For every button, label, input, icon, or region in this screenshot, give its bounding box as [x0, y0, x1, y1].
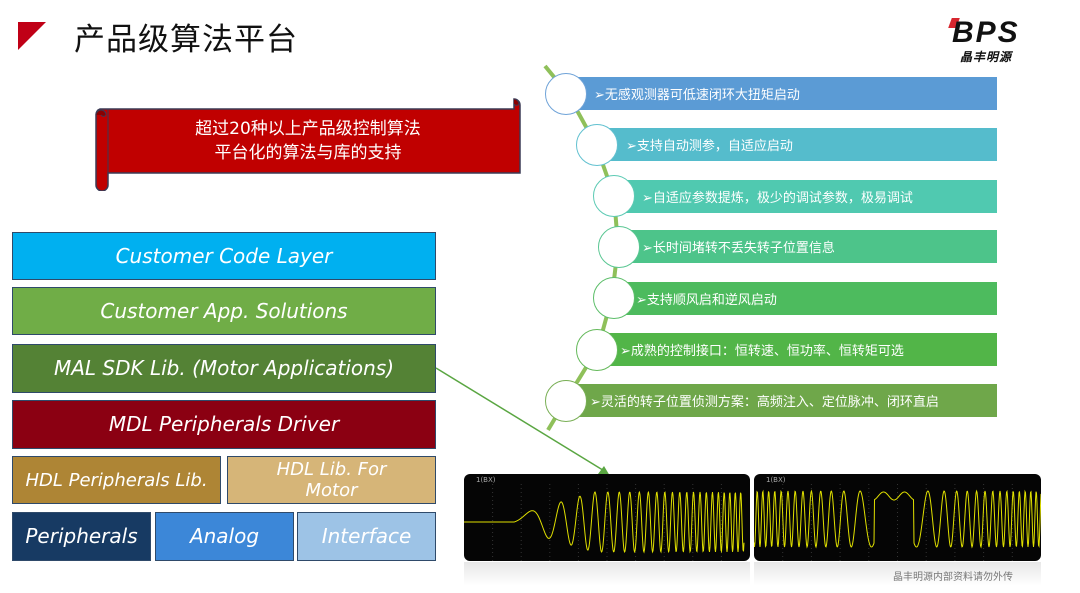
- feature-text: ➢支持自动测参，自适应启动: [626, 139, 793, 154]
- feature-item: ➢长时间堵转不丢失转子位置信息: [620, 230, 997, 263]
- feature-circle-icon: [576, 329, 618, 371]
- waveform-2: [754, 484, 1041, 561]
- layer-analog: Analog: [155, 512, 294, 561]
- pointer-arrow-line: [435, 367, 607, 473]
- feature-circle-icon: [545, 380, 587, 422]
- feature-circle-icon: [545, 73, 587, 115]
- feature-text: ➢无感观测器可低速闭环大扭矩启动: [594, 88, 800, 103]
- company-logo: BPS 晶丰明源: [944, 16, 1044, 66]
- title-marker: [18, 22, 46, 50]
- waveform-1: [464, 484, 745, 561]
- feature-text: ➢支持顺风启和逆风启动: [636, 293, 777, 308]
- scroll-shape: [95, 98, 521, 191]
- layer-mal-sdk: MAL SDK Lib. (Motor Applications): [12, 344, 436, 393]
- feature-item: ➢支持自动测参，自适应启动: [598, 128, 997, 161]
- scope-channel-label: 1(BX): [766, 476, 786, 484]
- layer-label: Peripherals: [25, 524, 138, 548]
- banner-line-2: 平台化的算法与库的支持: [214, 143, 402, 163]
- layer-interface: Interface: [297, 512, 436, 561]
- layer-peripherals: Peripherals: [12, 512, 151, 561]
- confidential-note: 晶丰明源内部资料请勿外传: [893, 572, 1013, 583]
- reflection: [754, 562, 1041, 586]
- feature-circle-icon: [593, 277, 635, 319]
- feature-circle-icon: [593, 175, 635, 217]
- feature-text: ➢长时间堵转不丢失转子位置信息: [642, 241, 835, 256]
- feature-text: ➢灵活的转子位置侦测方案：高频注入、定位脉冲、闭环直启: [590, 395, 939, 410]
- layer-label: MAL SDK Lib. (Motor Applications): [53, 356, 395, 380]
- page-title: 产品级算法平台: [74, 22, 298, 58]
- layer-label: MDL Peripherals Driver: [108, 412, 340, 436]
- layer-customer-code: Customer Code Layer: [12, 232, 436, 280]
- feature-item: ➢成熟的控制接口：恒转速、恒功率、恒转矩可选: [598, 333, 997, 366]
- waveform-trace: [754, 489, 1041, 549]
- feature-item: ➢无感观测器可低速闭环大扭矩启动: [568, 77, 997, 110]
- feature-circle-icon: [598, 226, 640, 268]
- feature-item: ➢自适应参数提炼，极少的调试参数，极易调试: [614, 180, 997, 213]
- banner-scroll: 超过20种以上产品级控制算法 平台化的算法与库的支持: [92, 95, 524, 191]
- banner-line-1: 超过20种以上产品级控制算法: [195, 119, 421, 139]
- layer-hdl-peripherals: HDL Peripherals Lib.: [12, 456, 221, 504]
- feature-text: ➢自适应参数提炼，极少的调试参数，极易调试: [642, 191, 913, 206]
- layer-customer-app: Customer App. Solutions: [12, 287, 436, 335]
- layer-label: Interface: [321, 524, 412, 548]
- reflection: [464, 562, 750, 586]
- logo-subtext: 晶丰明源: [960, 50, 1013, 64]
- arrow-head-icon: [598, 466, 610, 476]
- layer-hdl-motor: HDL Lib. For Motor: [227, 456, 436, 504]
- feature-text: ➢成熟的控制接口：恒转速、恒功率、恒转矩可选: [620, 344, 904, 359]
- feature-circle-icon: [576, 124, 618, 166]
- feature-item: ➢支持顺风启和逆风启动: [614, 282, 997, 315]
- waveform-trace: [464, 490, 745, 554]
- layer-mdl-driver: MDL Peripherals Driver: [12, 400, 436, 449]
- layer-label: Analog: [189, 524, 260, 548]
- layer-label: HDL Lib. For Motor: [276, 459, 387, 501]
- oscilloscope-capture-1: 1(BX): [464, 474, 750, 561]
- layer-label: Customer App. Solutions: [100, 298, 348, 323]
- scope-channel-label: 1(BX): [476, 476, 496, 484]
- feature-item: ➢灵活的转子位置侦测方案：高频注入、定位脉冲、闭环直启: [568, 384, 997, 417]
- logo-text: BPS: [952, 16, 1020, 49]
- layer-label: Customer Code Layer: [115, 243, 333, 268]
- banner-text: 超过20种以上产品级控制算法 平台化的算法与库的支持: [92, 117, 524, 165]
- layer-label: HDL Peripherals Lib.: [25, 469, 208, 491]
- oscilloscope-capture-2: 1(BX): [754, 474, 1041, 561]
